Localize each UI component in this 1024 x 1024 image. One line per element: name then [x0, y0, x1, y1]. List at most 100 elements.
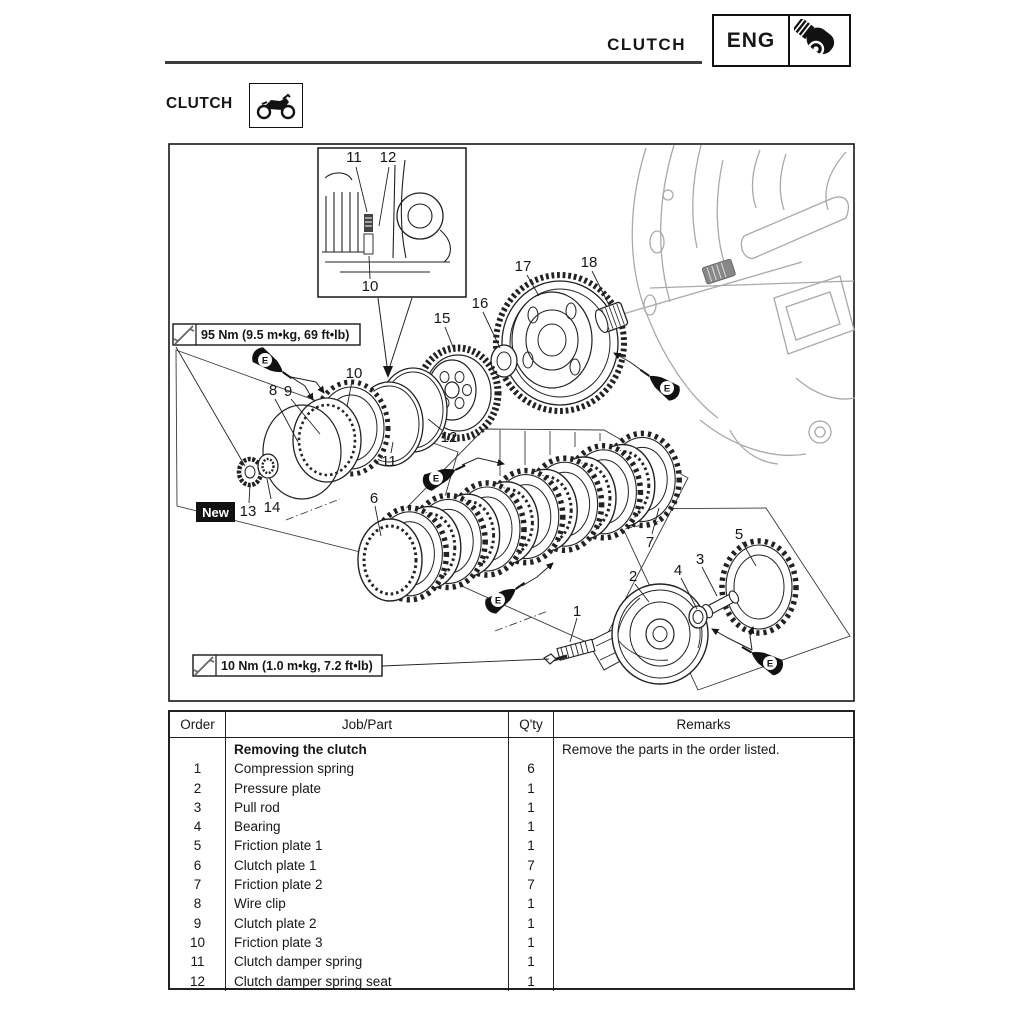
order-cell: 5 [193, 838, 202, 854]
part-pressure-plate [587, 583, 709, 685]
callout-18: 18 [581, 254, 598, 271]
diagram-frame [168, 143, 855, 702]
qty-cell: 1 [527, 838, 535, 854]
callout-12: 12 [441, 429, 458, 446]
job-cell: Friction plate 1 [234, 838, 323, 854]
oil-symbol-2: E [422, 457, 505, 491]
remarks-column: Remove the parts in the order listed. [554, 738, 853, 991]
job-section-title: Removing the clutch [234, 742, 367, 757]
qty-cell: 1 [527, 780, 535, 796]
callout-10: 10 [346, 365, 363, 382]
order-cell: 10 [189, 934, 206, 950]
callout-11: 11 [381, 453, 397, 470]
svg-text:95 Nm (9.5 m•kg, 69 ft•lb): 95 Nm (9.5 m•kg, 69 ft•lb) [201, 328, 349, 342]
callout-7: 7 [646, 534, 654, 551]
svg-text:10 Nm (1.0 m•kg, 7.2 ft•lb): 10 Nm (1.0 m•kg, 7.2 ft•lb) [221, 659, 373, 673]
order-cell: 6 [193, 857, 202, 873]
svg-text:New: New [202, 505, 230, 520]
job-cell: Clutch damper spring [234, 954, 363, 970]
oil-symbol-1: E [252, 347, 325, 401]
callout-2: 2 [629, 568, 637, 585]
part-wire-clip [262, 404, 342, 500]
qty-cell: 1 [527, 954, 535, 970]
callout-15: 15 [434, 310, 451, 327]
col-header-job: Job/Part [226, 712, 509, 738]
wrench-icon [193, 656, 215, 676]
svg-text:E: E [495, 596, 501, 607]
oil-symbol-3: E [485, 562, 554, 614]
svg-text:E: E [767, 659, 773, 670]
qty-cell: 7 [527, 857, 535, 873]
svg-text:E: E [262, 356, 268, 367]
inset-detail-box: 11 12 10 [317, 147, 467, 378]
callout-4: 4 [674, 562, 682, 579]
job-cell: Compression spring [234, 761, 355, 777]
part-thrust-washer [490, 344, 518, 378]
job-cell: Friction plate 2 [234, 877, 323, 893]
qty-cell: 1 [527, 799, 535, 815]
job-cell: Clutch plate 1 [234, 857, 317, 873]
order-cell: 12 [189, 973, 206, 989]
order-cell: 4 [193, 819, 202, 835]
motorcycle-icon [249, 83, 303, 128]
callout-14: 14 [264, 499, 281, 516]
job-cell: Wire clip [234, 896, 286, 912]
engine-icon [790, 16, 849, 65]
order-cell: 1 [193, 761, 202, 777]
oil-symbols: E E E [252, 347, 784, 676]
col-header-remarks: Remarks [554, 712, 853, 738]
part-lock-washer [257, 453, 279, 479]
callout-17: 17 [515, 258, 532, 275]
order-column: 1 2 3 4 5 6 7 8 9 10 11 12 [170, 738, 226, 991]
page-header-section: CLUTCH [607, 35, 686, 54]
eng-badge: ENG [712, 14, 851, 67]
callout-5: 5 [735, 526, 743, 543]
oil-symbol-5: E [711, 626, 784, 676]
remarks-cell: Remove the parts in the order listed. [562, 742, 780, 757]
inset-callout-11: 11 [346, 149, 362, 166]
header-rule [165, 61, 702, 64]
callout-3: 3 [696, 551, 704, 568]
order-cell: 9 [193, 915, 202, 931]
exploded-diagram: 11 12 10 [168, 143, 855, 702]
qty-cell: 7 [527, 877, 535, 893]
part-bearing [688, 605, 708, 629]
callout-13: 13 [240, 503, 257, 520]
job-cell: Pressure plate [234, 780, 322, 796]
new-part-flag: New [196, 502, 235, 522]
order-cell: 7 [193, 877, 202, 893]
part-pull-rod [701, 590, 740, 619]
qty-cell: 1 [527, 896, 535, 912]
part-clutch-plate-2 [292, 397, 362, 483]
callout-16: 16 [472, 295, 489, 312]
job-cell: Friction plate 3 [234, 934, 323, 950]
eng-badge-label: ENG [714, 16, 790, 65]
col-header-order: Order [170, 712, 226, 738]
callout-8: 8 [269, 382, 277, 399]
qty-cell: 1 [527, 934, 535, 950]
callout-1: 1 [573, 603, 581, 620]
qty-cell: 1 [527, 819, 535, 835]
callout-leaders [175, 270, 757, 667]
col-header-qty: Q'ty [509, 712, 554, 738]
oil-symbol-4: E [613, 352, 680, 401]
job-cell: Clutch plate 2 [234, 915, 317, 931]
inset-callout-12: 12 [380, 149, 397, 166]
qty-cell: 1 [527, 915, 535, 931]
order-cell: 8 [193, 896, 202, 912]
torque-callout-upper: 95 Nm (9.5 m•kg, 69 ft•lb) [172, 323, 361, 346]
part-collar [594, 301, 629, 334]
page-title: CLUTCH [166, 95, 233, 112]
callout-6: 6 [370, 490, 378, 507]
order-cell: 3 [193, 799, 202, 815]
part-clutch-housing [493, 272, 627, 414]
transmission-shaft-end [701, 258, 736, 285]
order-cell: 2 [193, 780, 202, 796]
qty-column: 6 1 1 1 1 7 7 1 1 1 1 1 [509, 738, 554, 991]
crankcase-art [615, 144, 855, 465]
qty-cell: 1 [527, 973, 535, 989]
part-spring-bolt [543, 653, 568, 665]
order-cell: 11 [190, 954, 205, 970]
job-cell: Pull rod [234, 799, 280, 815]
